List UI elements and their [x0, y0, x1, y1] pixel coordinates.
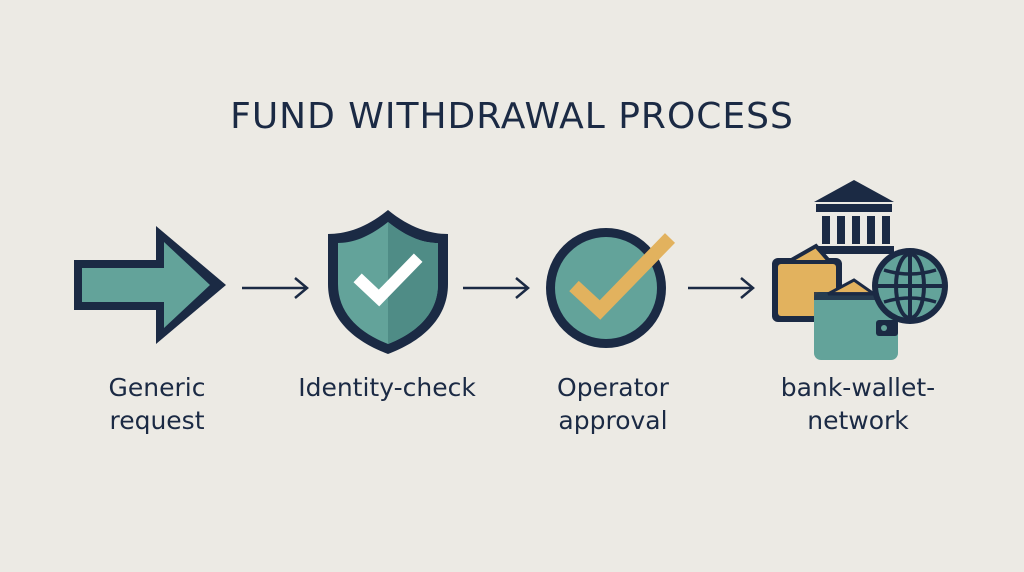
bank-wallet-globe-icon	[772, 180, 948, 360]
diagram-title: FUND WITHDRAWAL PROCESS	[230, 96, 794, 137]
arrow-right-icon	[74, 226, 226, 344]
circle-check-icon	[546, 228, 676, 348]
step-label-operator-approval: Operator approval	[557, 373, 669, 435]
globe-icon	[872, 248, 948, 324]
connector-arrow-1	[242, 277, 309, 299]
step-label-identity-check: Identity-check	[298, 373, 476, 402]
connector-arrow-2	[463, 277, 530, 299]
bank-icon	[814, 180, 894, 254]
connector-arrow-3	[688, 277, 755, 299]
step-label-bank-wallet-network: bank-wallet- network	[780, 373, 936, 435]
wallet-front-icon	[814, 278, 898, 360]
step-label-generic-request: Generic request	[108, 373, 206, 435]
shield-check-icon	[328, 210, 448, 354]
